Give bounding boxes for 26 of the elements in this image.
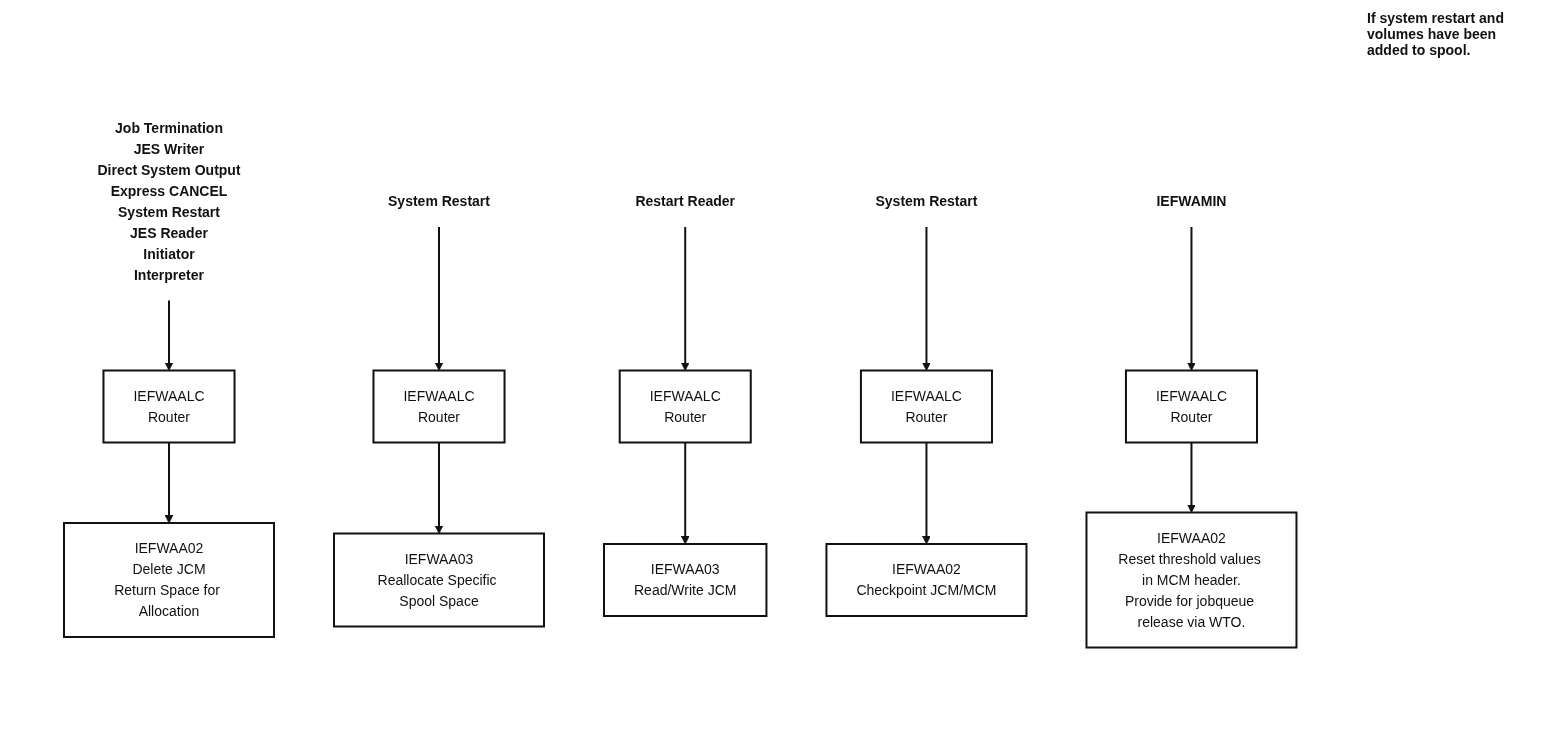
arrow	[921, 226, 931, 371]
node-box: IEFWAA02 Checkpoint JCM/MCM	[825, 543, 1028, 617]
node-text: Job Termination JES Writer Direct System Output Express CANCEL System Restart JES Reader Initiator Interpreter	[97, 119, 241, 283]
node-box: IEFWAALC Router	[618, 369, 752, 444]
node-box: IEFWAA02 Delete JCM Return Space for Allocation	[62, 522, 275, 638]
arrow	[434, 226, 444, 371]
arrow	[164, 299, 174, 371]
arrow	[1186, 226, 1196, 371]
node-box: IEFWAA03 Reallocate Specific Spool Space	[332, 532, 545, 628]
node-box: IEFWAA02 Reset threshold values in MCM header. Provide for jobqueue release via WTO.	[1085, 511, 1298, 649]
note-text: If system restart and volumes have been added to spool.	[1367, 10, 1505, 58]
arrow	[680, 226, 690, 371]
arrow	[164, 441, 174, 524]
node-box: IEFWAALC Router	[859, 369, 993, 444]
node-box: IEFWAA03 Read/Write JCM	[602, 543, 768, 617]
node-text: System Restart	[875, 193, 978, 209]
arrow	[680, 441, 690, 545]
node-box: IEFWAALC Router	[372, 369, 506, 444]
node-box: IEFWAALC Router	[102, 369, 236, 444]
arrow	[921, 441, 931, 545]
node-text: System Restart	[387, 193, 490, 209]
arrow	[434, 441, 444, 534]
node-text: Restart Reader	[635, 193, 735, 209]
node-box: IEFWAALC Router	[1124, 369, 1258, 444]
node-text: IEFWAMIN	[1156, 193, 1227, 209]
arrow	[1186, 441, 1196, 513]
